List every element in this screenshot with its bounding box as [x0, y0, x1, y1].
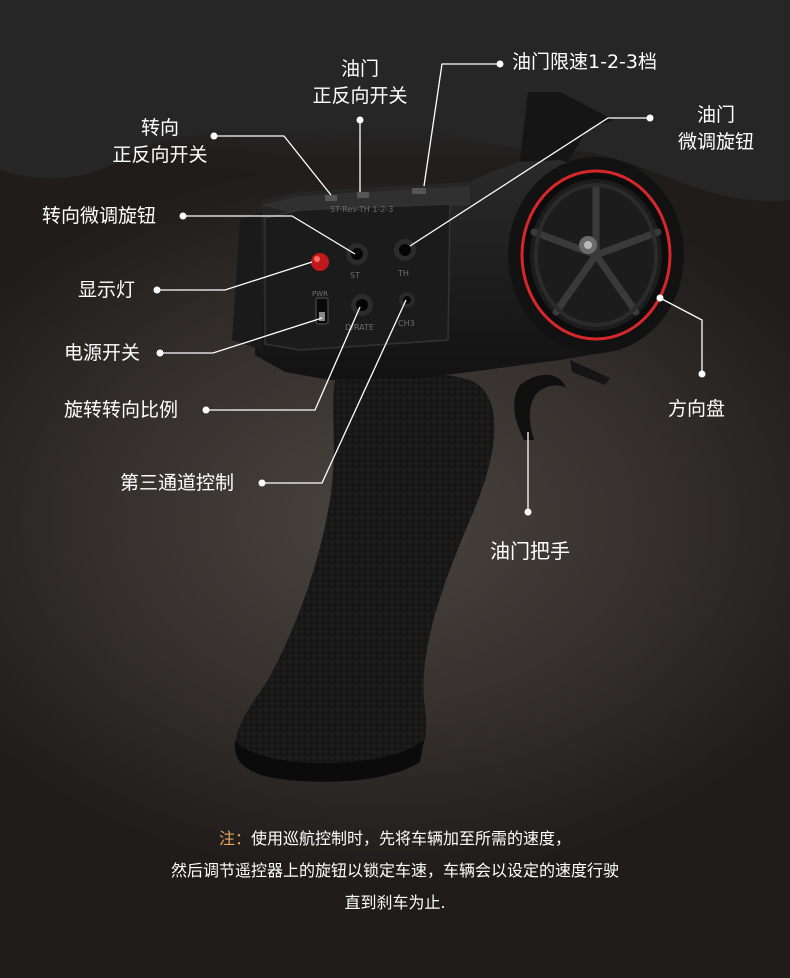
indicator-led — [311, 253, 329, 271]
label-throttle-reverse-line1: 油门 — [340, 58, 379, 80]
label-throttle-reverse-line2: 正反向开关 — [312, 85, 408, 107]
steering-ratio-knob[interactable] — [351, 294, 373, 316]
label-throttle-trim-line1: 油门 — [696, 104, 735, 126]
note-line3: 直到刹车为止. — [344, 893, 446, 912]
label-steering-wheel: 方向盘 — [668, 398, 726, 420]
label-throttle-trigger: 油门把手 — [490, 539, 570, 563]
panel-mark-ratio: D/RATE — [345, 323, 374, 332]
top-backdrop — [0, 0, 790, 202]
label-steering-ratio: 旋转转向比例 — [64, 399, 179, 421]
label-steering-reverse: 转向 正反向开关 — [100, 115, 220, 169]
callout-lines — [157, 63, 703, 512]
grip-textured — [235, 373, 495, 778]
note-line2: 然后调节遥控器上的旋钮以锁定车速，车辆会以设定的速度行驶 — [170, 861, 619, 880]
label-throttle-limit: 油门限速1-2-3档 — [512, 51, 657, 73]
note-line1-text: 使用巡航控制时，先将车辆加至所需的速度， — [251, 829, 572, 848]
label-throttle-reverse: 油门 正反向开关 — [300, 56, 420, 110]
label-steering-trim: 转向微调旋钮 — [42, 205, 157, 227]
grip-base — [234, 740, 424, 782]
panel-mark-ch3: CH3 — [398, 319, 415, 328]
callout-dots — [153, 60, 706, 516]
steering-trim-knob[interactable] — [346, 243, 368, 265]
label-throttle-trim-line2: 微调旋钮 — [677, 131, 754, 153]
note-prefix: 注： — [218, 829, 251, 848]
throttle-trim-knob[interactable] — [394, 239, 416, 261]
trigger-guard — [570, 360, 610, 385]
label-steering-reverse-line1: 转向 — [140, 117, 179, 139]
panel-mark-power: PWR — [312, 290, 328, 298]
third-channel-button[interactable] — [399, 292, 415, 308]
label-power-switch: 电源开关 — [64, 342, 141, 364]
panel-mark-th: TH — [397, 269, 409, 278]
label-indicator-light: 显示灯 — [78, 279, 136, 301]
steering-reverse-switch[interactable] — [325, 195, 337, 201]
steering-wheel-shape — [508, 157, 684, 353]
throttle-reverse-switch[interactable] — [357, 192, 369, 198]
label-steering-reverse-line2: 正反向开关 — [112, 144, 208, 166]
note-line1: 注：使用巡航控制时，先将车辆加至所需的速度， — [0, 822, 790, 856]
label-throttle-trim: 油门 微调旋钮 — [668, 102, 764, 156]
body-side — [232, 212, 262, 350]
antenna-fin — [520, 92, 614, 175]
throttle-limit-switch[interactable] — [412, 188, 426, 194]
power-switch-slider[interactable] — [319, 312, 325, 321]
label-third-channel: 第三通道控制 — [120, 472, 235, 494]
panel-mark-top: ST-Rev-TH 1-2-3 — [330, 205, 393, 214]
indicator-led-shine — [314, 256, 320, 262]
throttle-trigger-shape — [514, 374, 566, 440]
panel-mark-st: ST — [350, 271, 360, 280]
